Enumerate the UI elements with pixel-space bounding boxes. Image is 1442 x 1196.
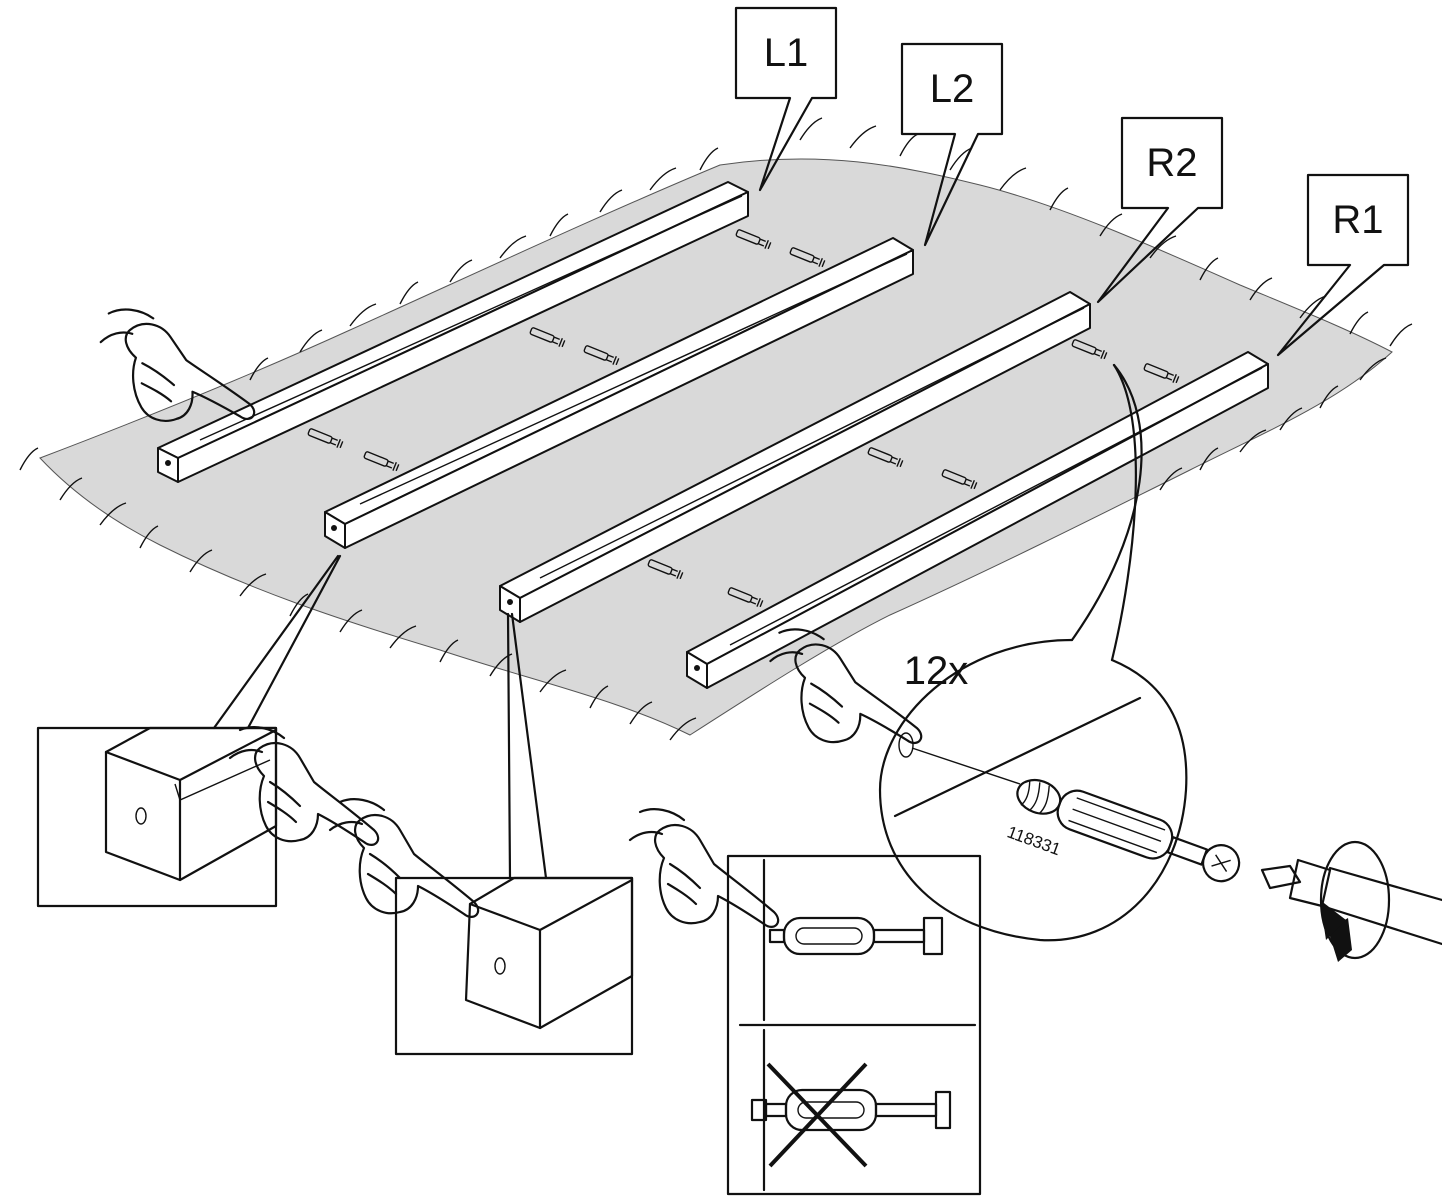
grass-stroke xyxy=(19,447,39,471)
grass-stroke xyxy=(669,717,697,741)
grass-stroke xyxy=(799,117,823,141)
grass-stroke xyxy=(599,189,623,213)
grass-stroke xyxy=(899,133,919,157)
grass-stroke xyxy=(1359,357,1387,381)
grass-stroke xyxy=(849,125,877,149)
label-r1: R1 xyxy=(1276,173,1410,357)
grass-stroke xyxy=(1279,407,1303,431)
grass-stroke xyxy=(1389,323,1413,347)
grass-stroke xyxy=(299,329,323,353)
grass-stroke xyxy=(1159,467,1183,491)
grass-stroke xyxy=(1199,257,1219,281)
grass-stroke xyxy=(389,625,417,649)
grass-stroke xyxy=(349,303,377,327)
label-r2-text: R2 xyxy=(1146,141,1197,185)
pointing-hand-icon xyxy=(328,798,480,919)
dowel-icon xyxy=(768,916,944,956)
dowel-icon xyxy=(1016,778,1241,883)
grass-stroke xyxy=(1249,277,1273,301)
grass-stroke xyxy=(1199,447,1219,471)
end-detail-box-left xyxy=(36,554,342,908)
quantity-text: 12x xyxy=(904,649,969,693)
grass-stroke xyxy=(549,213,569,237)
dowel-check-panel xyxy=(726,854,982,1196)
grass-stroke xyxy=(239,573,267,597)
grass-stroke xyxy=(499,235,527,259)
grass-stroke xyxy=(489,653,513,677)
grass-stroke xyxy=(99,502,127,526)
grass-stroke xyxy=(999,167,1027,191)
label-l2-text: L2 xyxy=(930,67,975,111)
grass-stroke xyxy=(1349,311,1369,335)
grass-stroke xyxy=(1239,429,1267,453)
grass-stroke xyxy=(399,281,419,305)
grass-stroke xyxy=(289,593,309,617)
grass-stroke xyxy=(59,477,83,501)
label-l1-text: L1 xyxy=(764,31,809,75)
rotate-arrow-icon xyxy=(1319,840,1391,962)
rail-l2 xyxy=(324,237,914,549)
part-number-text: 118331 xyxy=(1005,822,1064,859)
rail-r1 xyxy=(686,351,1269,689)
grass-stroke xyxy=(699,147,719,171)
grass-stroke xyxy=(1319,385,1339,409)
grass-stroke xyxy=(649,167,677,191)
label-r2: R2 xyxy=(1096,116,1224,304)
grass-stroke xyxy=(1049,187,1069,211)
grass-stroke xyxy=(189,549,213,573)
screwdriver-icon xyxy=(1260,858,1442,946)
grass-stroke xyxy=(1149,235,1177,259)
dowel-icon xyxy=(750,1088,952,1132)
grass-stroke xyxy=(249,357,269,381)
grass-stroke xyxy=(139,525,159,549)
rail-r2 xyxy=(499,291,1091,623)
end-detail-box-center xyxy=(394,612,634,1056)
label-l1: L1 xyxy=(734,6,838,192)
cross-mark-icon xyxy=(766,1062,868,1168)
grass-stroke xyxy=(449,259,473,283)
grass-stroke xyxy=(589,685,609,709)
grass-stroke xyxy=(539,669,567,693)
label-l2: L2 xyxy=(900,42,1004,247)
grass-stroke xyxy=(339,609,363,633)
grass-stroke xyxy=(629,701,653,725)
label-r1-text: R1 xyxy=(1332,198,1383,242)
grass-stroke xyxy=(1099,213,1123,237)
grass-stroke xyxy=(439,639,459,663)
pointing-hand-icon xyxy=(628,808,780,929)
rail-l1 xyxy=(157,181,749,483)
